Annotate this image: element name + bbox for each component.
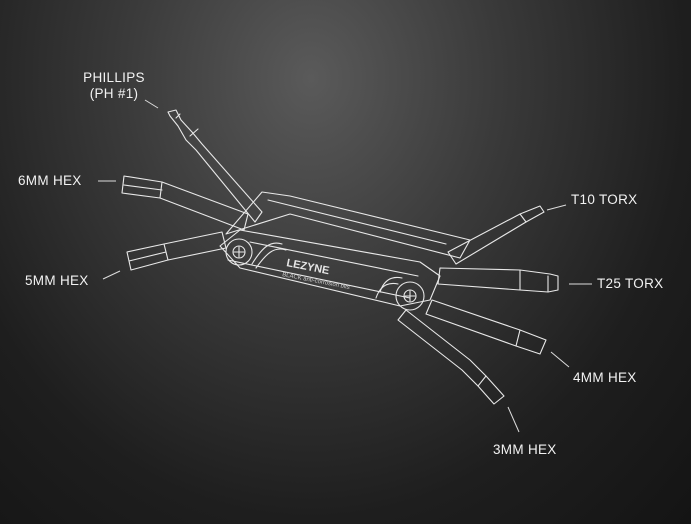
- hex-5mm-bit: [126, 231, 227, 271]
- label-4mm-hex: 4MM HEX: [573, 370, 637, 385]
- brand-tagline: BLACK anti-corrosion bits: [282, 272, 351, 291]
- hex-3mm-bit: [397, 309, 505, 405]
- tool-body: [219, 191, 471, 311]
- label-phillips-line2: (PH #1): [89, 86, 139, 101]
- hex-4mm-bit: [425, 299, 547, 355]
- label-6mm-hex: 6MM HEX: [18, 173, 82, 188]
- phillips-bit: [167, 109, 263, 223]
- leader-lines: [98, 99, 592, 433]
- label-t25-torx: T25 TORX: [597, 276, 664, 291]
- hex-6mm-bit: [121, 175, 249, 231]
- label-5mm-hex: 5MM HEX: [25, 273, 89, 288]
- label-t10-torx: T10 TORX: [571, 192, 638, 207]
- t25-torx-bit: [437, 267, 559, 293]
- label-3mm-hex: 3MM HEX: [493, 442, 557, 457]
- t10-torx-bit: [447, 205, 545, 265]
- label-phillips-line1: PHILLIPS: [83, 70, 145, 85]
- label-phillips: PHILLIPS (PH #1): [72, 70, 156, 102]
